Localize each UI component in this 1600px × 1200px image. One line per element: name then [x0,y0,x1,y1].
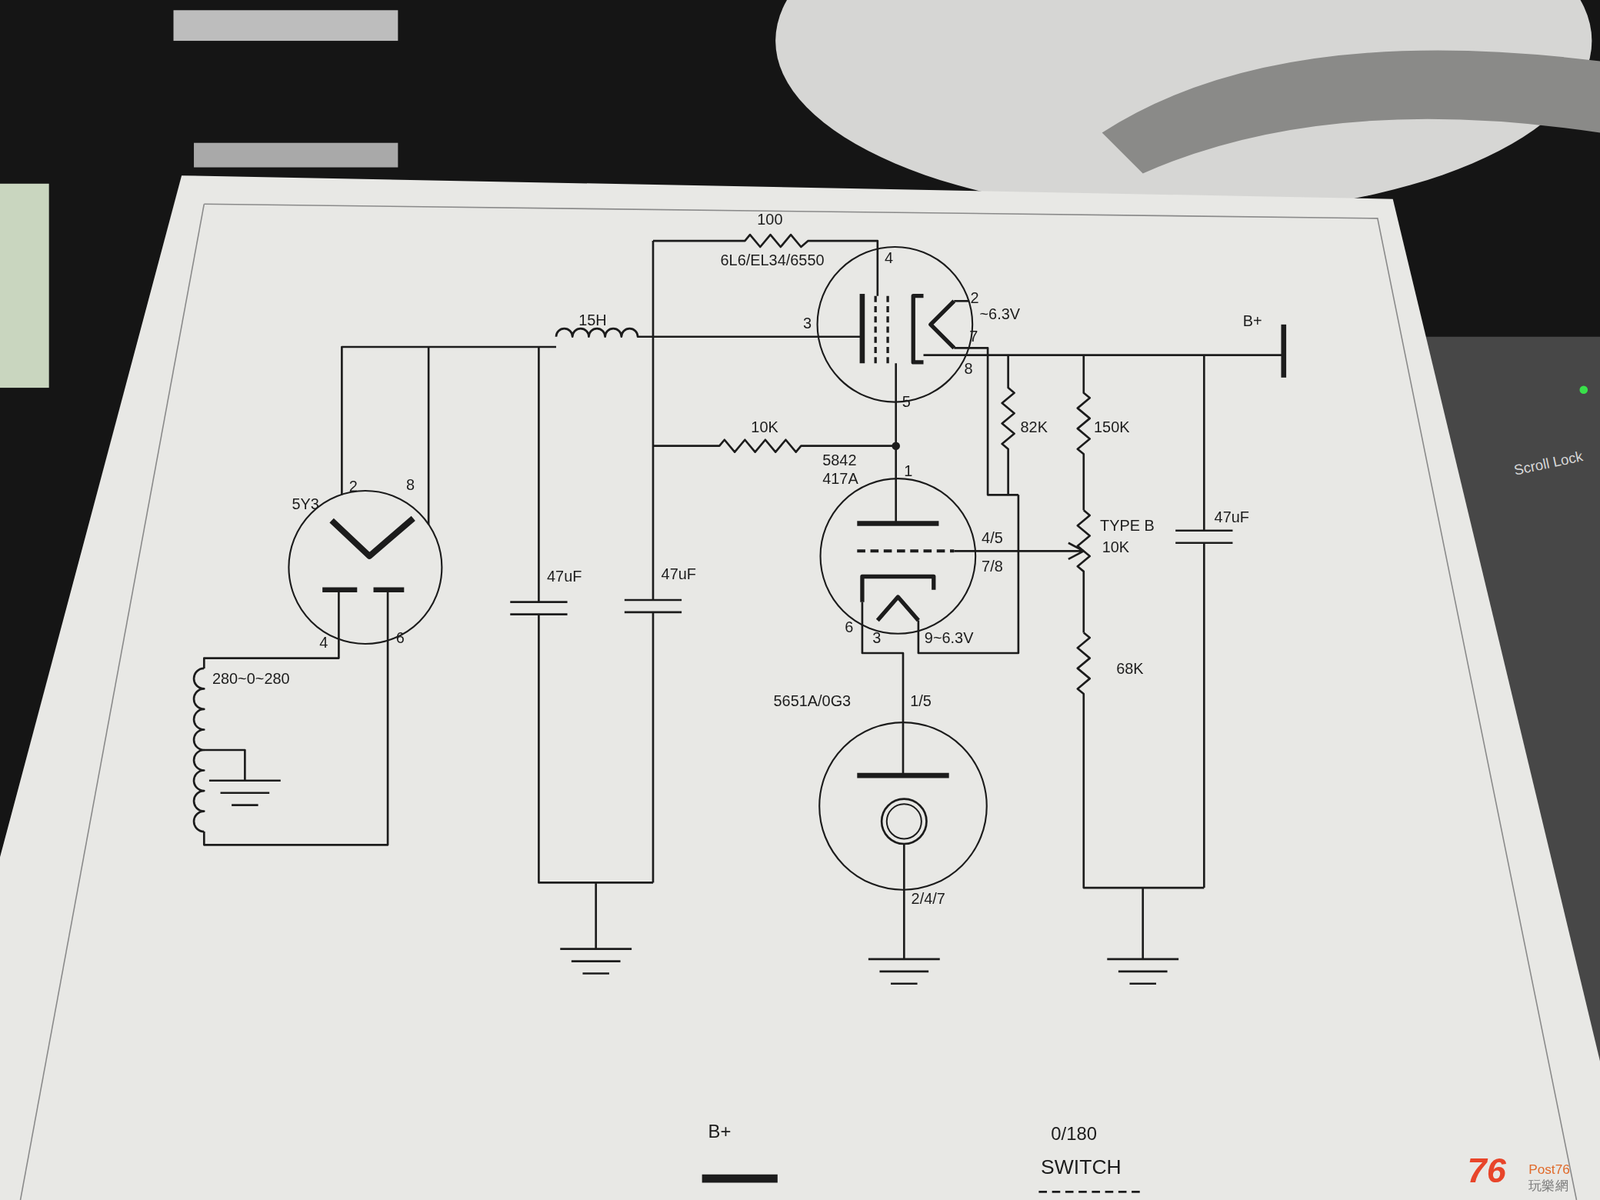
label-anchor: 5Y3 [291,494,319,514]
schematic-label: 5 [902,393,911,410]
schematic-label: 2 [970,290,980,306]
label-anchor: 47uF [661,565,697,584]
label-anchor: 6 [396,628,405,647]
label-anchor: 8 [406,475,415,494]
label-anchor: 280~0~280 [212,669,290,688]
schematic-label: 280~0~280 [212,670,290,687]
schematic-label: TYPE B [1100,517,1155,534]
label-anchor: 2/4/7 [911,890,946,909]
schematic-label: 5651A/0G3 [773,693,852,709]
label-anchor: 5651A/0G3 [773,691,852,710]
label-anchor: ~6.3V [979,305,1020,324]
schematic-label: 8 [406,476,415,492]
label-anchor: 82K [1020,418,1048,437]
schematic-label: 150K [1093,419,1130,435]
schematic-label: 5Y3 [291,496,319,512]
page-border [203,203,1577,1200]
label-anchor: 玩樂網 [1528,1175,1569,1194]
handle [1102,50,1600,174]
label-strip [193,143,398,168]
label-anchor: 2 [349,477,358,497]
label-anchor: TYPE B [1100,516,1155,535]
label-anchor: 0/180 [1050,1124,1097,1144]
label-anchor: 6L6/EL34/6550 [720,250,825,270]
schematic-label: 68K [1116,660,1144,676]
watermark: 玩樂網 [1528,1178,1569,1192]
label-anchor: 417A [822,469,858,488]
schematic-label: 4/5 [981,529,1004,545]
schematic-label: B+ [1243,313,1263,329]
schematic-label: 3 [872,629,881,645]
page-border [20,203,205,1200]
schematic-label: 6 [396,629,405,645]
schematic-label: 47uF [1214,509,1250,525]
schematic-label: 1/5 [910,693,932,709]
schematic-label: 0/180 [1050,1124,1097,1144]
label-anchor: 150K [1093,418,1130,437]
schematic-label: 7 [969,328,978,344]
label-anchor: 47uF [1214,508,1250,527]
label-anchor: 10K [1102,537,1130,557]
schematic-label: 4 [884,250,894,266]
watermark: Post76 [1528,1162,1570,1176]
schematic-label: ~6.3V [979,306,1020,322]
schematic-label: 2 [349,478,358,494]
label-anchor: 100 [756,210,783,229]
schematic-label: 7/8 [981,558,1004,574]
schematic-label: 100 [756,211,783,227]
schematic-label: 47uF [661,566,697,582]
schematic-label: 5842 [822,452,857,468]
led [1579,385,1588,394]
label-anchor: B+ [708,1122,732,1142]
schematic-label: SWITCH [1040,1156,1122,1177]
schematic-label: 47uF [546,568,582,584]
label-anchor: 9~6.3V [924,628,974,647]
schematic-label: 15H [578,312,607,328]
schematic-label: 1 [903,463,913,479]
left-object [0,183,50,388]
label-anchor: 2 [970,288,980,307]
watermark: 76 [1467,1153,1507,1188]
label-anchor: 15H [578,311,607,330]
label-anchor: SWITCH [1040,1156,1122,1178]
label-anchor: 7/8 [981,556,1004,576]
schematic-label: 6L6/EL34/6550 [720,252,825,268]
label-anchor: 6 [844,618,854,637]
label-strip [173,10,399,41]
schematic-label: 10K [750,419,778,435]
label-anchor: 4 [319,633,328,653]
schematic-label: B+ [708,1122,732,1141]
label-anchor: 10K [750,418,778,437]
label-anchor: 4/5 [981,528,1004,547]
schematic-label: 4 [319,634,328,650]
schematic-label: 417A [822,470,858,487]
label-anchor: 3 [803,314,812,334]
schematic-label: 9~6.3V [924,629,974,645]
wires [193,234,1284,1192]
paper [0,175,1600,1200]
label-anchor: 4 [884,249,894,268]
label-anchor: 68K [1116,659,1144,678]
label-anchor: 47uF [546,567,582,587]
schematic-label: 10K [1102,538,1130,554]
schematic-label: 3 [803,315,812,331]
schematic-label: 82K [1020,419,1048,435]
schematic-label: 2/4/7 [911,890,946,907]
schematic-label: 6 [844,619,854,635]
label-anchor: 7 [969,327,978,347]
label-anchor: 8 [964,359,974,378]
label-anchor: 1/5 [910,691,932,710]
label-anchor: 76 [1467,1153,1507,1188]
schematic-label: 8 [964,360,974,376]
label-anchor: 5 [902,393,911,412]
label-anchor: B+ [1243,312,1263,331]
label-anchor: 5842 [822,450,857,470]
label-anchor: Post76 [1528,1159,1570,1178]
label-anchor: 1 [903,462,913,481]
label-anchor: 3 [872,628,881,647]
